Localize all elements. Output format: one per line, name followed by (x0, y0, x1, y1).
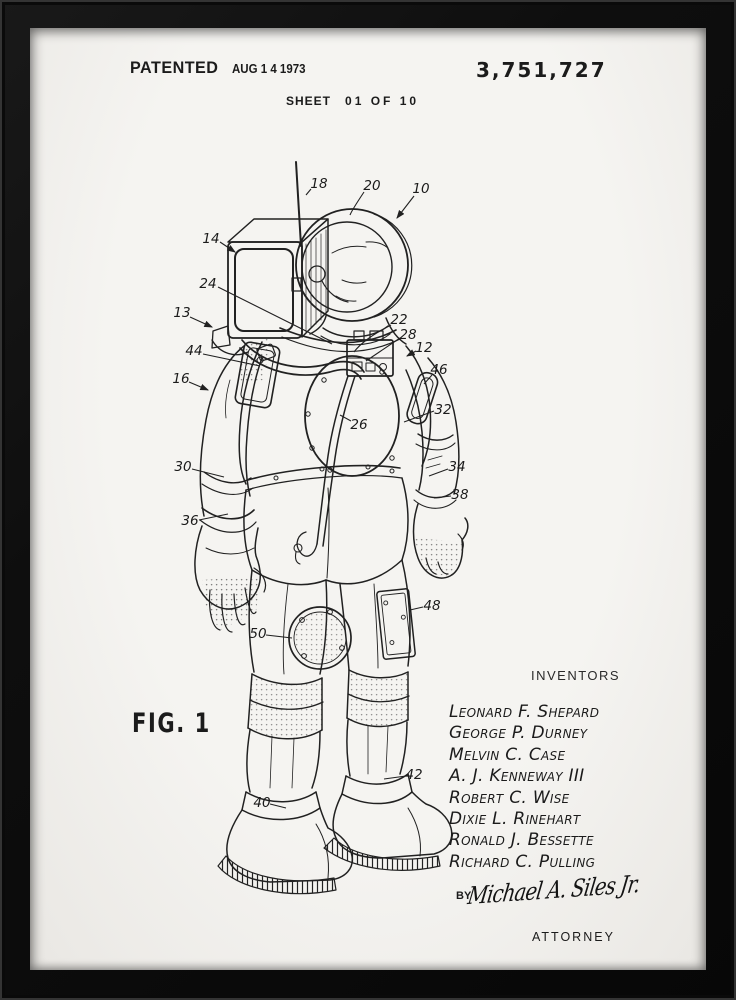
inventor-name: Melvin C. Case (449, 744, 566, 765)
patent-sheet: PATENTED AUG 1 4 1973 3,751,727 SHEET 01 … (30, 28, 706, 970)
leader-lines (188, 188, 452, 809)
reference-numeral: 30 (174, 459, 191, 475)
reference-numeral: 28 (399, 327, 416, 343)
suit-line-art (194, 161, 469, 895)
reference-numeral: 34 (448, 459, 465, 475)
by-label: BY (456, 890, 472, 902)
figure-caption: FIG. 1 (132, 708, 211, 739)
reference-numeral: 32 (434, 402, 451, 418)
sheet-indicator: SHEET 01 OF 10 (286, 94, 419, 108)
reference-numeral: 48 (423, 598, 440, 614)
patent-number: 3,751,727 (476, 58, 607, 82)
reference-numeral: 14 (202, 231, 219, 247)
reference-numeral: 22 (390, 312, 407, 328)
sheet-value: 01 OF 10 (345, 94, 420, 108)
sheet-label: SHEET (286, 94, 332, 108)
reference-numeral: 42 (405, 767, 422, 783)
reference-numeral: 40 (253, 795, 270, 811)
reference-numeral: 46 (430, 362, 447, 378)
reference-numeral: 50 (249, 626, 266, 642)
reference-numeral: 24 (199, 276, 216, 292)
reference-numeral: 13 (173, 305, 190, 321)
reference-numeral: 38 (451, 487, 468, 503)
patented-date: AUG 1 4 1973 (231, 62, 306, 76)
inventor-name: Leonard F. Shepard (449, 702, 600, 722)
reference-numeral: 18 (310, 176, 327, 192)
reference-numeral: 16 (172, 371, 189, 387)
reference-numeral: 12 (415, 340, 432, 356)
inventor-name: Robert C. Wise (449, 787, 570, 808)
inventor-name: George P. Durney (449, 723, 588, 744)
attorney-label: ATTORNEY (532, 930, 615, 944)
patent-figure-drawing: 18 20 10 14 24 13 44 16 30 36 22 28 12 4… (172, 161, 469, 895)
inventors-block: INVENTORS Leonard F. Shepard George P. D… (449, 668, 659, 873)
reference-numeral: 10 (412, 181, 429, 197)
inventors-heading: INVENTORS (531, 668, 621, 683)
reference-numeral: 36 (181, 513, 198, 529)
reference-numerals: 18 20 10 14 24 13 44 16 30 36 22 28 12 4… (172, 176, 468, 811)
patented-stamp: PATENTED AUG 1 4 1973 (130, 58, 311, 78)
inventor-name: Ronald J. Bessette (449, 830, 594, 851)
inventor-name: Dixie L. Rinehart (449, 809, 581, 830)
inventor-name: A. J. Kenneway III (449, 766, 585, 787)
reference-numeral: 20 (363, 178, 380, 194)
inventor-name: Richard C. Pulling (449, 851, 596, 872)
reference-numeral: 44 (185, 343, 202, 359)
patented-label: PATENTED (130, 58, 219, 77)
reference-numeral: 26 (350, 417, 367, 433)
